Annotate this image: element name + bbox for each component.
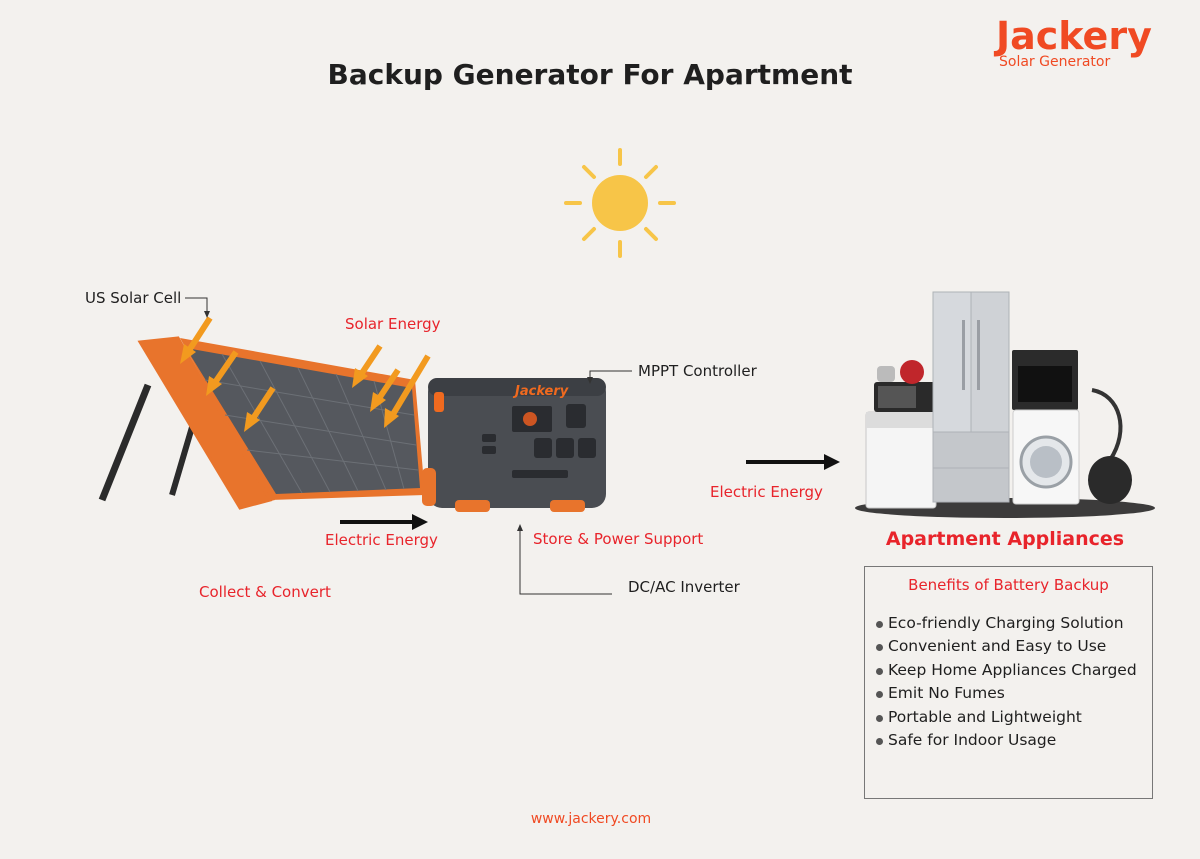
sun-icon (564, 148, 676, 258)
device-logo: Jackery (512, 384, 569, 399)
benefit-item: Emit No Fumes (873, 682, 1138, 705)
label-dc-ac-inverter: DC/AC Inverter (628, 578, 740, 596)
benefits-box: Benefits of Battery Backup Eco-friendly … (864, 566, 1153, 799)
electric-arrow-1 (340, 514, 428, 530)
label-store-power-support: Store & Power Support (533, 530, 704, 548)
appliances-title: Apartment Appliances (885, 528, 1125, 550)
benefits-title: Benefits of Battery Backup (908, 576, 1109, 594)
brand-logo: Jackery Solar Generator (996, 14, 1152, 70)
solar-energy-arrows (180, 316, 431, 432)
benefits-list: Eco-friendly Charging Solution Convenien… (865, 612, 1152, 752)
benefit-item: Portable and Lightweight (873, 706, 1138, 729)
label-solar-energy: Solar Energy (345, 315, 441, 333)
benefit-item: Keep Home Appliances Charged (873, 659, 1138, 682)
brand-subtitle: Solar Generator (999, 54, 1111, 70)
appliances-illustration (855, 291, 1155, 518)
page-title: Backup Generator For Apartment (327, 58, 853, 91)
benefit-item: Eco-friendly Charging Solution (873, 612, 1138, 635)
label-electric-energy-2: Electric Energy (710, 483, 823, 501)
brand-name: Jackery (996, 14, 1152, 58)
label-mppt-controller: MPPT Controller (638, 362, 757, 380)
power-station-illustration: Jackery (422, 378, 606, 512)
electric-arrow-2 (746, 454, 840, 470)
label-electric-energy-1: Electric Energy (325, 531, 438, 549)
label-us-solar-cell: US Solar Cell (85, 289, 182, 307)
solar-panel-illustration (98, 336, 425, 510)
footer-url[interactable]: www.jackery.com (530, 811, 652, 827)
label-collect-convert: Collect & Convert (199, 583, 331, 601)
benefit-item: Safe for Indoor Usage (873, 729, 1138, 752)
benefit-item: Convenient and Easy to Use (873, 635, 1138, 658)
